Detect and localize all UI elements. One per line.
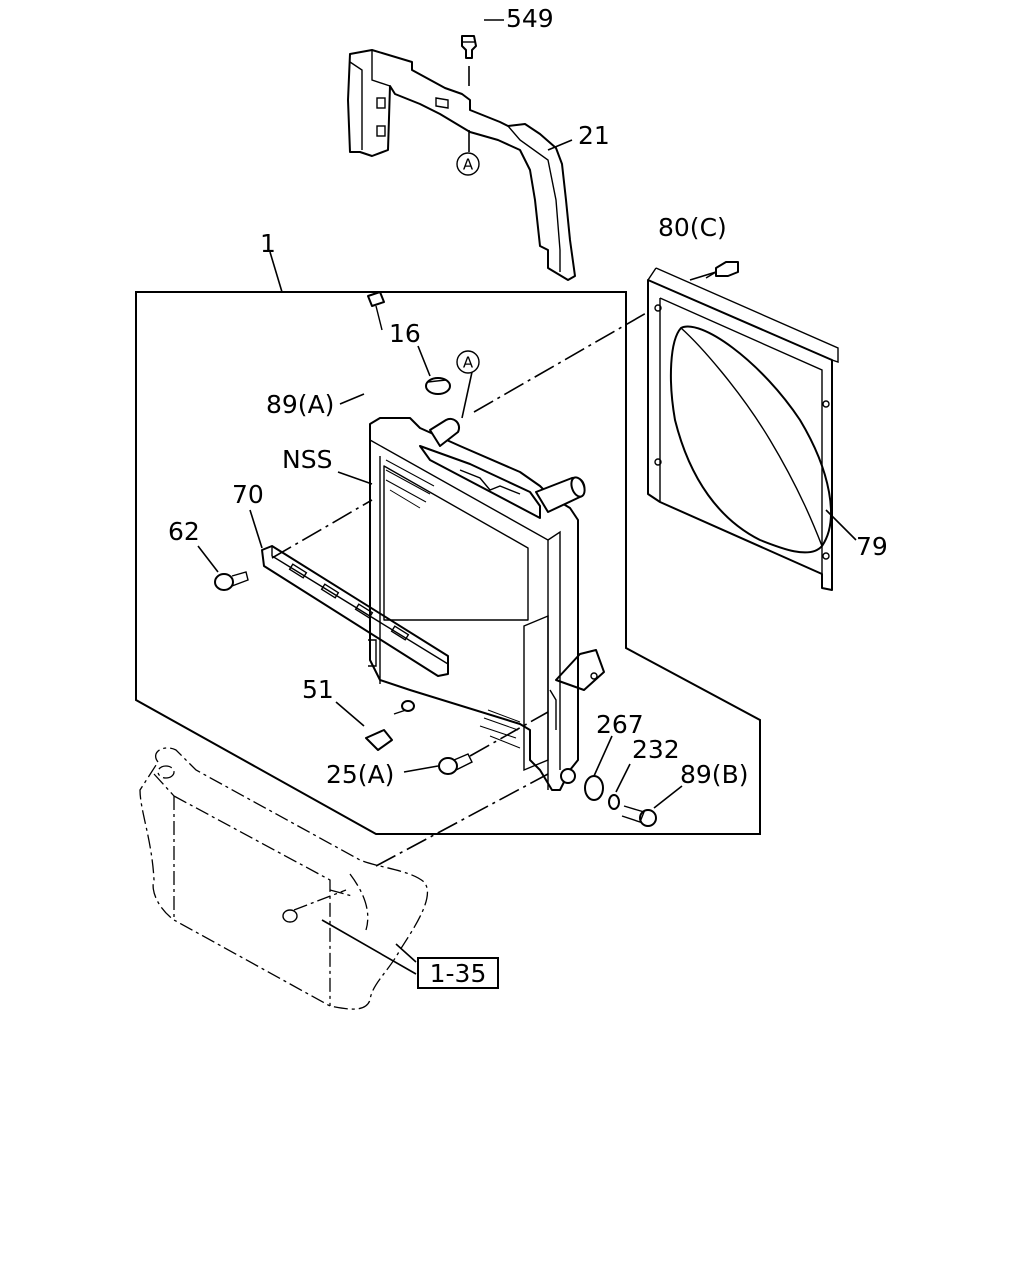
leader-ref-1-35 <box>321 919 417 975</box>
upper-cover-part <box>347 49 576 281</box>
marker-a-leader-lower <box>461 371 473 419</box>
callout-nss: NSS <box>282 445 332 474</box>
callout-1: 1 <box>260 229 276 258</box>
assembly-line-bolt-25a <box>469 711 549 757</box>
reference-box-text: 1-35 <box>430 959 487 988</box>
leader-21 <box>547 139 573 151</box>
bolt-25a <box>403 753 473 775</box>
callout-16: 16 <box>389 319 421 348</box>
callout-267: 267 <box>596 710 644 739</box>
bolt-89b <box>621 785 683 827</box>
mount-bushing <box>560 768 576 784</box>
stay-70 <box>261 545 449 677</box>
leader-70 <box>249 509 263 549</box>
assembly-boundary-box <box>135 291 761 835</box>
callout-89a: 89(A) <box>266 390 334 419</box>
leader-1 <box>269 251 283 293</box>
marker-a-upper-text: A <box>463 156 474 174</box>
callout-79: 79 <box>856 532 888 561</box>
radiator-cap-16 <box>417 345 451 395</box>
bolt-80c <box>705 261 739 279</box>
callout-51: 51 <box>302 675 334 704</box>
callout-25a: 25(A) <box>326 760 394 789</box>
leader-nss <box>337 471 373 485</box>
assembly-line-intercooler <box>375 773 549 867</box>
fan-shroud-part <box>647 267 839 591</box>
washer-232 <box>608 763 631 810</box>
bolt-62 <box>197 545 249 591</box>
callout-21: 21 <box>578 121 610 150</box>
bolt-89a <box>339 291 385 405</box>
assembly-line-stay <box>271 499 373 559</box>
callout-80c: 80(C) <box>658 213 727 242</box>
leader-80c <box>689 271 717 281</box>
intercooler-part <box>139 747 429 1010</box>
callout-70: 70 <box>232 480 264 509</box>
leader-79 <box>825 509 857 541</box>
callout-62: 62 <box>168 517 200 546</box>
reference-marker-a-lower: A <box>456 350 480 374</box>
reference-marker-a-upper: A <box>456 152 480 176</box>
callout-549: 549 <box>506 4 554 33</box>
marker-a-lower-text: A <box>463 354 474 372</box>
callout-89b: 89(B) <box>680 760 748 789</box>
cushion-267 <box>584 735 613 801</box>
clip-51 <box>335 700 415 751</box>
assembly-line-shroud <box>473 311 649 413</box>
reference-box <box>417 957 499 989</box>
radiator-core-part <box>368 417 605 791</box>
callout-232: 232 <box>632 735 680 764</box>
clip-549 <box>461 35 477 86</box>
